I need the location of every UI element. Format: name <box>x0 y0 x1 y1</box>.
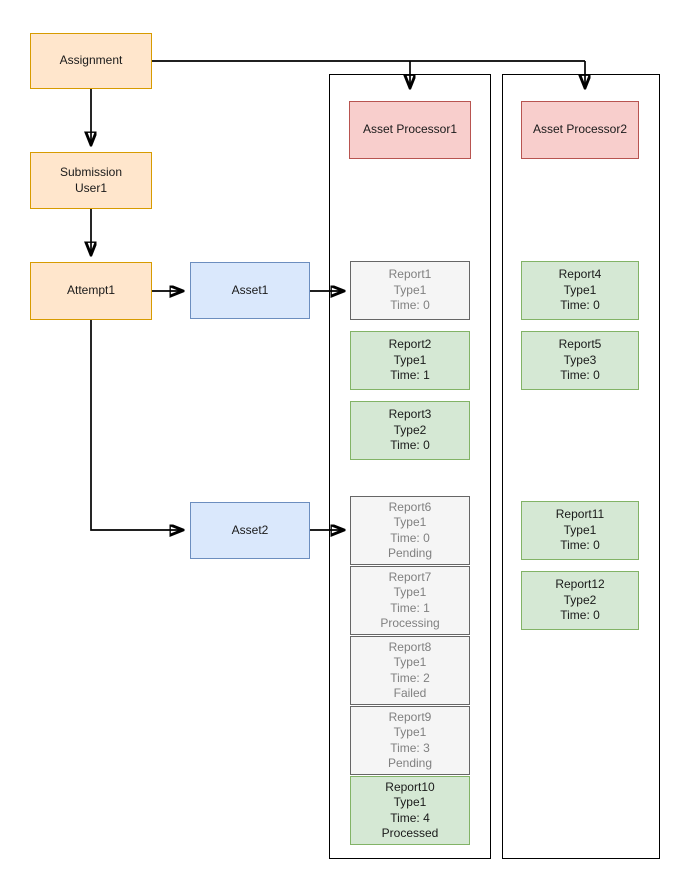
node-asset-processor-1[interactable]: Asset Processor1 <box>349 101 471 159</box>
report-card-report2[interactable]: Report2 Type1 Time: 1 <box>350 331 470 390</box>
report-card-report1[interactable]: Report1 Type1 Time: 0 <box>350 261 470 320</box>
report-card-report10[interactable]: Report10 Type1 Time: 4 Processed <box>350 776 470 845</box>
edge-attempt-asset2 <box>90 320 183 530</box>
report-card-report11[interactable]: Report11 Type1 Time: 0 <box>521 501 639 560</box>
processor-container-2 <box>502 74 660 859</box>
node-asset1[interactable]: Asset1 <box>190 262 310 319</box>
report-card-report5[interactable]: Report5 Type3 Time: 0 <box>521 331 639 390</box>
node-attempt[interactable]: Attempt1 <box>30 262 152 320</box>
node-submission[interactable]: Submission User1 <box>30 152 152 209</box>
report-card-report8[interactable]: Report8 Type1 Time: 2 Failed <box>350 636 470 705</box>
report-card-report7[interactable]: Report7 Type1 Time: 1 Processing <box>350 566 470 635</box>
node-assignment[interactable]: Assignment <box>30 33 152 89</box>
node-asset-processor-2[interactable]: Asset Processor2 <box>521 101 639 159</box>
node-asset2[interactable]: Asset2 <box>190 502 310 559</box>
report-card-report4[interactable]: Report4 Type1 Time: 0 <box>521 261 639 320</box>
report-card-report12[interactable]: Report12 Type2 Time: 0 <box>521 571 639 630</box>
report-card-report9[interactable]: Report9 Type1 Time: 3 Pending <box>350 706 470 775</box>
report-card-report6[interactable]: Report6 Type1 Time: 0 Pending <box>350 496 470 565</box>
report-card-report3[interactable]: Report3 Type2 Time: 0 <box>350 401 470 460</box>
